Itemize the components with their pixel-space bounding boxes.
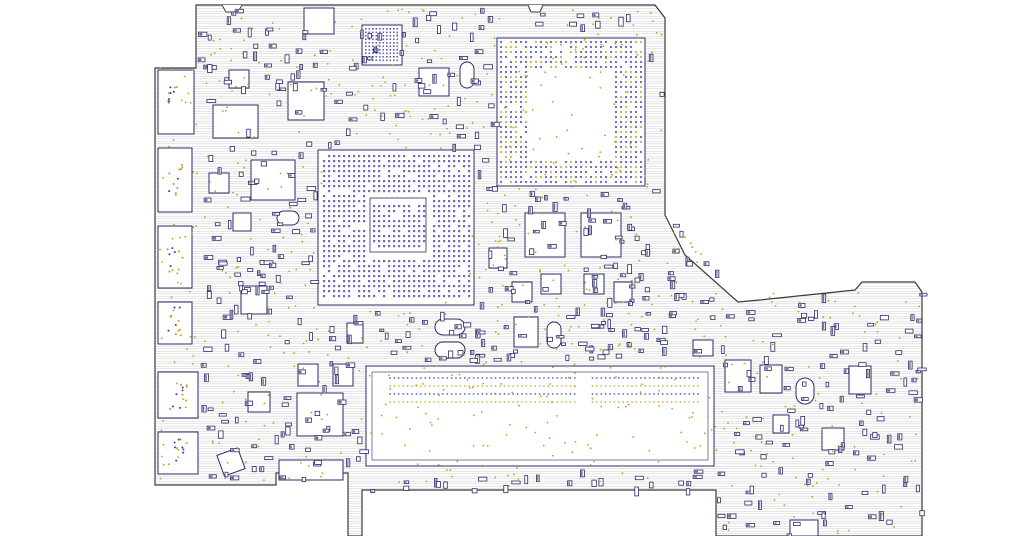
ic-3[interactable]	[513, 316, 539, 348]
crystal-3[interactable]	[546, 321, 562, 349]
audio-port[interactable]	[157, 431, 199, 475]
crystal-4[interactable]	[459, 61, 475, 89]
ic-16[interactable]	[228, 69, 250, 89]
ic-5[interactable]	[759, 364, 783, 394]
sodimm-slot[interactable]	[365, 365, 715, 467]
power-stage	[208, 7, 872, 536]
usb-port-2[interactable]	[157, 147, 193, 213]
display-port[interactable]	[157, 301, 193, 345]
ic-22[interactable]	[772, 414, 790, 434]
connector-bottom[interactable]	[278, 459, 344, 481]
ic-17[interactable]	[208, 172, 230, 194]
power-mosfet-1[interactable]	[524, 212, 566, 258]
board-outline	[154, 4, 923, 536]
cpu-bga[interactable]	[496, 37, 646, 187]
crystal-6[interactable]	[795, 377, 815, 405]
ic-18[interactable]	[232, 212, 252, 232]
ic-21[interactable]	[692, 339, 714, 357]
io-ports	[157, 69, 199, 475]
ethernet-port[interactable]	[157, 371, 199, 419]
pwm-controller[interactable]	[287, 81, 325, 121]
hdmi-port[interactable]	[157, 225, 193, 289]
inductor-array[interactable]	[212, 104, 259, 139]
ic-9[interactable]	[297, 363, 319, 387]
ic-8[interactable]	[303, 7, 335, 35]
usb-port-1[interactable]	[157, 69, 195, 135]
tilted-ic[interactable]	[216, 447, 246, 477]
top-notch-right	[527, 4, 544, 13]
gpu-bga[interactable]	[317, 149, 475, 306]
crystal-5[interactable]	[276, 210, 300, 226]
